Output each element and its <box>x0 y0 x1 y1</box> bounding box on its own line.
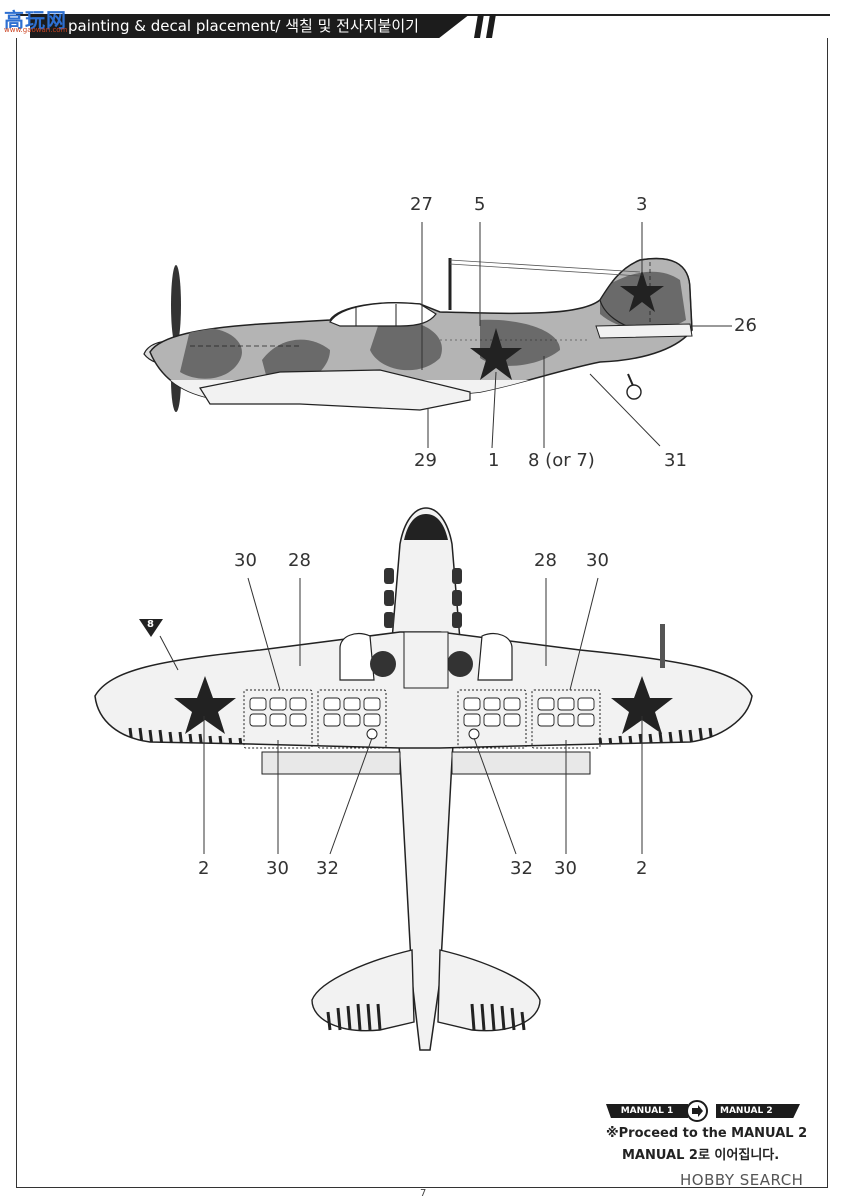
callout-27: 27 <box>410 194 433 215</box>
page-title: painting & decal placement/ 색칠 및 전사지붙이기 <box>68 17 419 35</box>
callout-8-or-7: 8 (or 7) <box>528 450 595 471</box>
arrow-right-icon <box>686 1100 708 1122</box>
site-logo: 高玩网 www.gaowan.com <box>4 4 70 34</box>
callout-28-right: 28 <box>534 550 557 571</box>
callout-30-top-right: 30 <box>586 550 609 571</box>
bottom-view <box>94 507 753 1051</box>
side-view <box>143 222 732 449</box>
callout-29: 29 <box>414 450 437 471</box>
callout-30-bottom-left: 30 <box>266 858 289 879</box>
proceed-note-en: ※Proceed to the MANUAL 2 <box>606 1126 808 1141</box>
callout-5: 5 <box>474 194 486 215</box>
callout-26: 26 <box>734 315 757 336</box>
callout-3: 3 <box>636 194 648 215</box>
callout-32-left: 32 <box>316 858 339 879</box>
callout-2-left: 2 <box>198 858 210 879</box>
callout-30-bottom-right: 30 <box>554 858 577 879</box>
manual-1-tag: MANUAL 1 <box>606 1104 688 1118</box>
callout-31: 31 <box>664 450 687 471</box>
header-stripe <box>474 14 484 38</box>
page-number: 7 <box>420 1188 427 1199</box>
watermark: HOBBY SEARCH <box>680 1171 804 1189</box>
header-stripe <box>486 14 496 38</box>
callout-2-right: 2 <box>636 858 648 879</box>
logo-text: 高玩网 <box>4 8 67 32</box>
proceed-note-ko: MANUAL 2로 이어집니다. <box>622 1148 780 1163</box>
callout-30-top-left: 30 <box>234 550 257 571</box>
callout-28-left: 28 <box>288 550 311 571</box>
logo-subtext: www.gaowan.com <box>4 26 68 34</box>
callout-32-right: 32 <box>510 858 533 879</box>
page-frame <box>16 38 828 1188</box>
badge-number: 8 <box>147 619 154 630</box>
manual-2-tag: MANUAL 2 <box>716 1104 800 1118</box>
callout-1: 1 <box>488 450 500 471</box>
decal-badge: 8 <box>138 618 164 638</box>
triangle-badge-icon <box>139 619 163 637</box>
header-bar <box>30 14 470 38</box>
